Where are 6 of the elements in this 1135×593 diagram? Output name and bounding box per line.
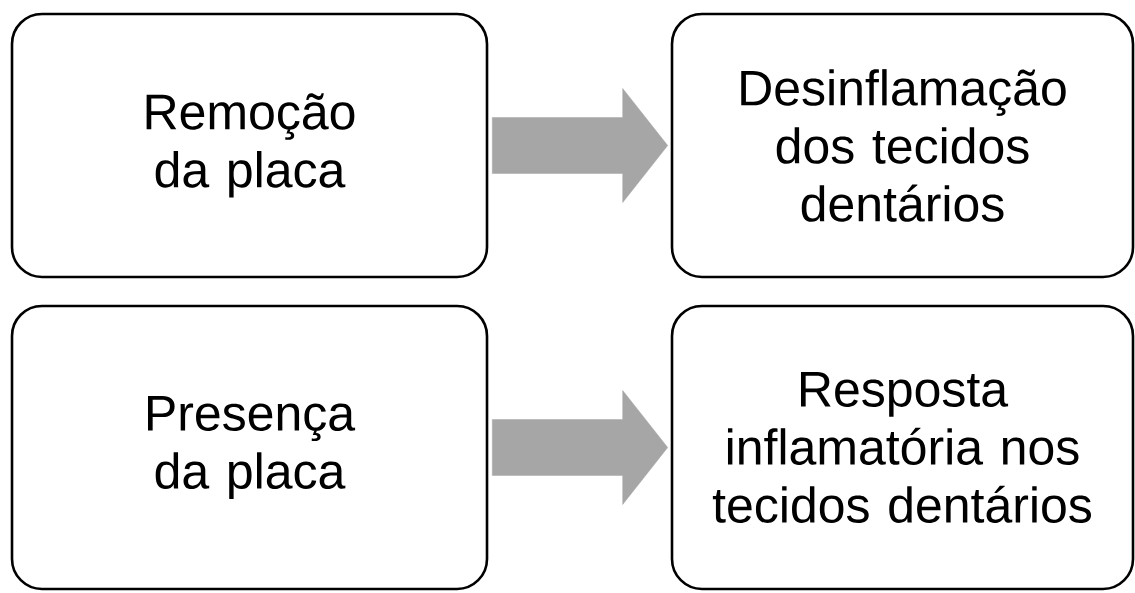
process-box: Remoção da placa bbox=[10, 12, 489, 279]
process-box: Presença da placa bbox=[10, 304, 489, 591]
block-arrow bbox=[492, 88, 668, 203]
process-box: Resposta inflamatória nos tecidos dentários bbox=[670, 304, 1135, 591]
block-arrow bbox=[492, 390, 668, 505]
process-box: Desinflamação dos tecidos dentários bbox=[670, 12, 1135, 279]
